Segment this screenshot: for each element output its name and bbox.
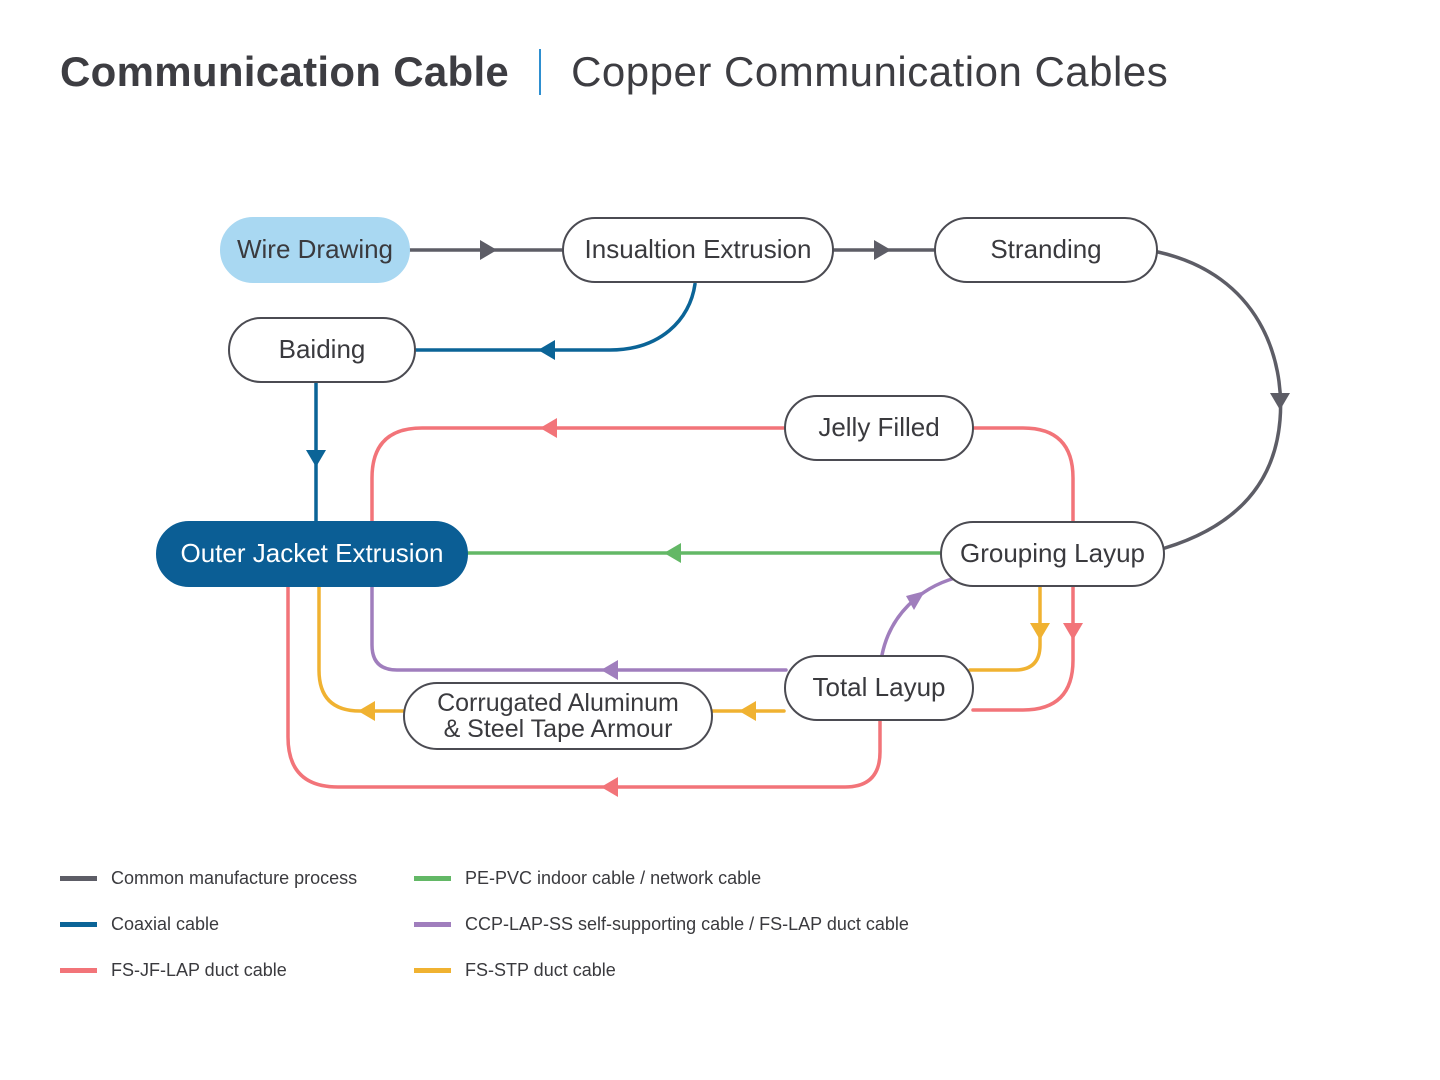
connector-jelly-to-outer-jacket	[370, 426, 786, 524]
node-braiding: Baiding	[228, 317, 416, 383]
connector-insulation-to-braiding	[414, 282, 697, 352]
arrowhead	[1063, 623, 1083, 640]
node-wire-drawing: Wire Drawing	[220, 217, 410, 283]
legend-label: CCP-LAP-SS self-supporting cable / FS-LA…	[465, 913, 909, 934]
arrowhead	[1270, 393, 1290, 410]
arrowhead	[538, 340, 555, 360]
arrowhead	[664, 543, 681, 563]
legend-item: Coaxial cable	[60, 912, 414, 936]
node-armour: Corrugated Aluminum & Steel Tape Armour	[403, 682, 713, 750]
page-subtitle: Copper Communication Cables	[571, 48, 1169, 95]
legend-swatch	[414, 921, 451, 927]
arrowhead	[480, 240, 497, 260]
legend-label: Coaxial cable	[111, 913, 220, 934]
node-outer-jacket-extrusion: Outer Jacket Extrusion	[156, 521, 468, 587]
arrowhead	[739, 701, 756, 721]
legend: Common manufacture process PE-PVC indoor …	[60, 866, 960, 982]
connector-total-layup-to-outer-jacket	[286, 583, 882, 789]
connector-outer-jacket-to-armour	[317, 585, 405, 713]
arrowhead	[601, 660, 618, 680]
node-jelly-filled: Jelly Filled	[784, 395, 974, 461]
arrowhead	[906, 591, 925, 610]
legend-item: CCP-LAP-SS self-supporting cable / FS-LA…	[414, 912, 934, 936]
legend-item: FS-JF-LAP duct cable	[60, 958, 414, 982]
connector-grouping-to-total-layup	[880, 576, 957, 657]
legend-label: PE-PVC indoor cable / network cable	[465, 867, 762, 888]
legend-item: Common manufacture process	[60, 866, 414, 890]
node-insulation-extrusion: Insualtion Extrusion	[562, 217, 834, 283]
arrowhead	[601, 777, 618, 797]
arrowhead	[874, 240, 891, 260]
page-title: Communication Cable	[60, 48, 510, 95]
legend-swatch	[414, 875, 451, 881]
arrowhead	[540, 418, 557, 438]
legend-swatch	[60, 875, 97, 881]
node-stranding: Stranding	[934, 217, 1158, 283]
legend-item: PE-PVC indoor cable / network cable	[414, 866, 934, 890]
title-separator	[539, 49, 542, 95]
legend-item: FS-STP duct cable	[414, 958, 934, 982]
legend-swatch	[60, 921, 97, 927]
connector-grouping-to-total-layup-yellow	[968, 585, 1042, 672]
legend-swatch	[60, 967, 97, 973]
node-total-layup: Total Layup	[784, 655, 974, 721]
page-header: Communication Cable Copper Communication…	[60, 44, 1168, 100]
connector-stranding-to-grouping	[1156, 250, 1283, 550]
legend-label: Common manufacture process	[111, 867, 358, 888]
node-grouping-layup: Grouping Layup	[940, 521, 1165, 587]
arrowhead	[306, 450, 326, 467]
legend-label: FS-JF-LAP duct cable	[111, 959, 287, 980]
arrowhead	[358, 701, 375, 721]
legend-swatch	[414, 967, 451, 973]
legend-label: FS-STP duct cable	[465, 959, 616, 980]
connector-total-layup-to-outer-jacket-purple	[370, 583, 788, 672]
arrowhead	[1030, 623, 1050, 640]
